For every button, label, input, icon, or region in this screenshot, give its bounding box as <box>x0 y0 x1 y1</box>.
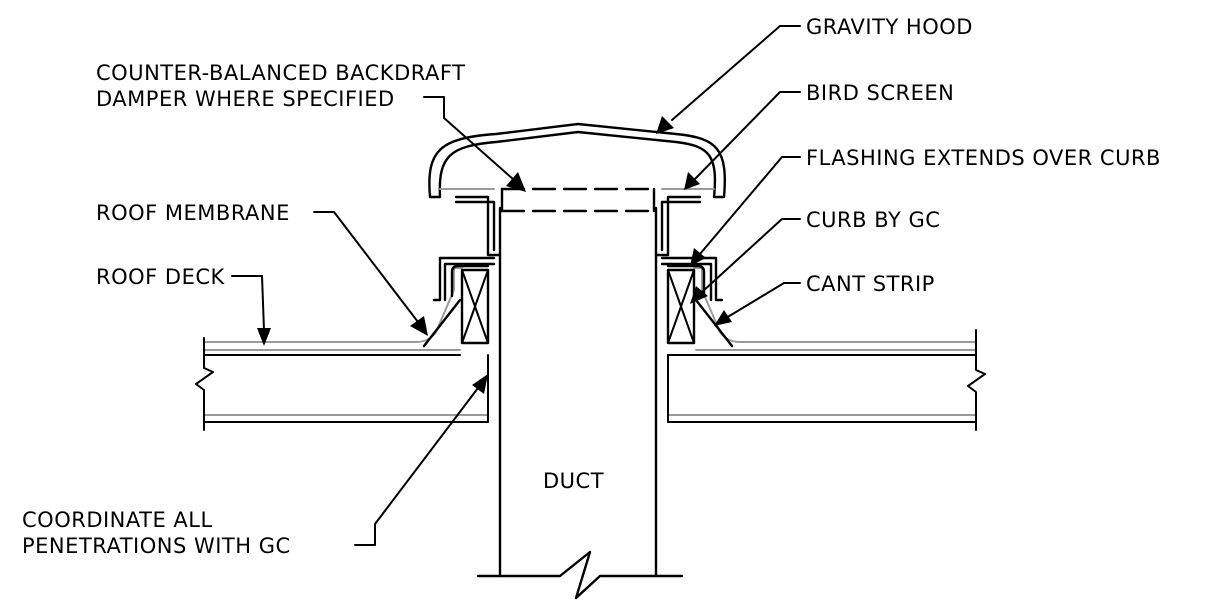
label-curb: CURB BY GC <box>806 208 940 232</box>
cant-strips <box>422 298 734 348</box>
label-damper-line1: COUNTER-BALANCED BACKDRAFT <box>96 61 465 85</box>
gravity-hood <box>428 122 726 199</box>
label-bird-screen: BIRD SCREEN <box>806 81 954 105</box>
flashing <box>450 264 706 298</box>
curb-right <box>666 268 696 345</box>
label-coordinate-line1: COORDINATE ALL <box>22 508 213 532</box>
label-damper-line2: DAMPER WHERE SPECIFIED <box>96 87 395 111</box>
leader-bird-screen <box>684 91 801 190</box>
backdraft-damper <box>500 187 656 213</box>
leader-curb <box>690 218 801 304</box>
leader-roof-deck <box>231 275 271 346</box>
leader-coordinate <box>354 374 488 546</box>
break-line-right <box>967 329 986 431</box>
label-gravity-hood: GRAVITY HOOD <box>806 15 973 39</box>
label-flashing: FLASHING EXTENDS OVER CURB <box>806 146 1161 170</box>
label-roof-deck: ROOF DECK <box>96 265 226 289</box>
roof-deck-left <box>195 337 489 431</box>
roof-deck-right <box>667 329 986 431</box>
curb-left <box>460 268 490 345</box>
break-line-left <box>195 337 214 431</box>
leader-damper <box>423 96 526 192</box>
duct-break-line <box>476 550 684 600</box>
label-roof-membrane: ROOF MEMBRANE <box>96 201 290 225</box>
label-duct: DUCT <box>543 469 604 493</box>
label-coordinate-line2: PENETRATIONS WITH GC <box>22 534 291 558</box>
hood-collars <box>432 195 724 302</box>
leader-cant-strip <box>714 282 801 326</box>
label-cant-strip: CANT STRIP <box>806 272 935 296</box>
duct <box>476 206 684 600</box>
leader-roof-membrane <box>313 211 428 336</box>
leader-gravity-hood <box>656 25 801 134</box>
leader-flashing <box>690 156 801 266</box>
